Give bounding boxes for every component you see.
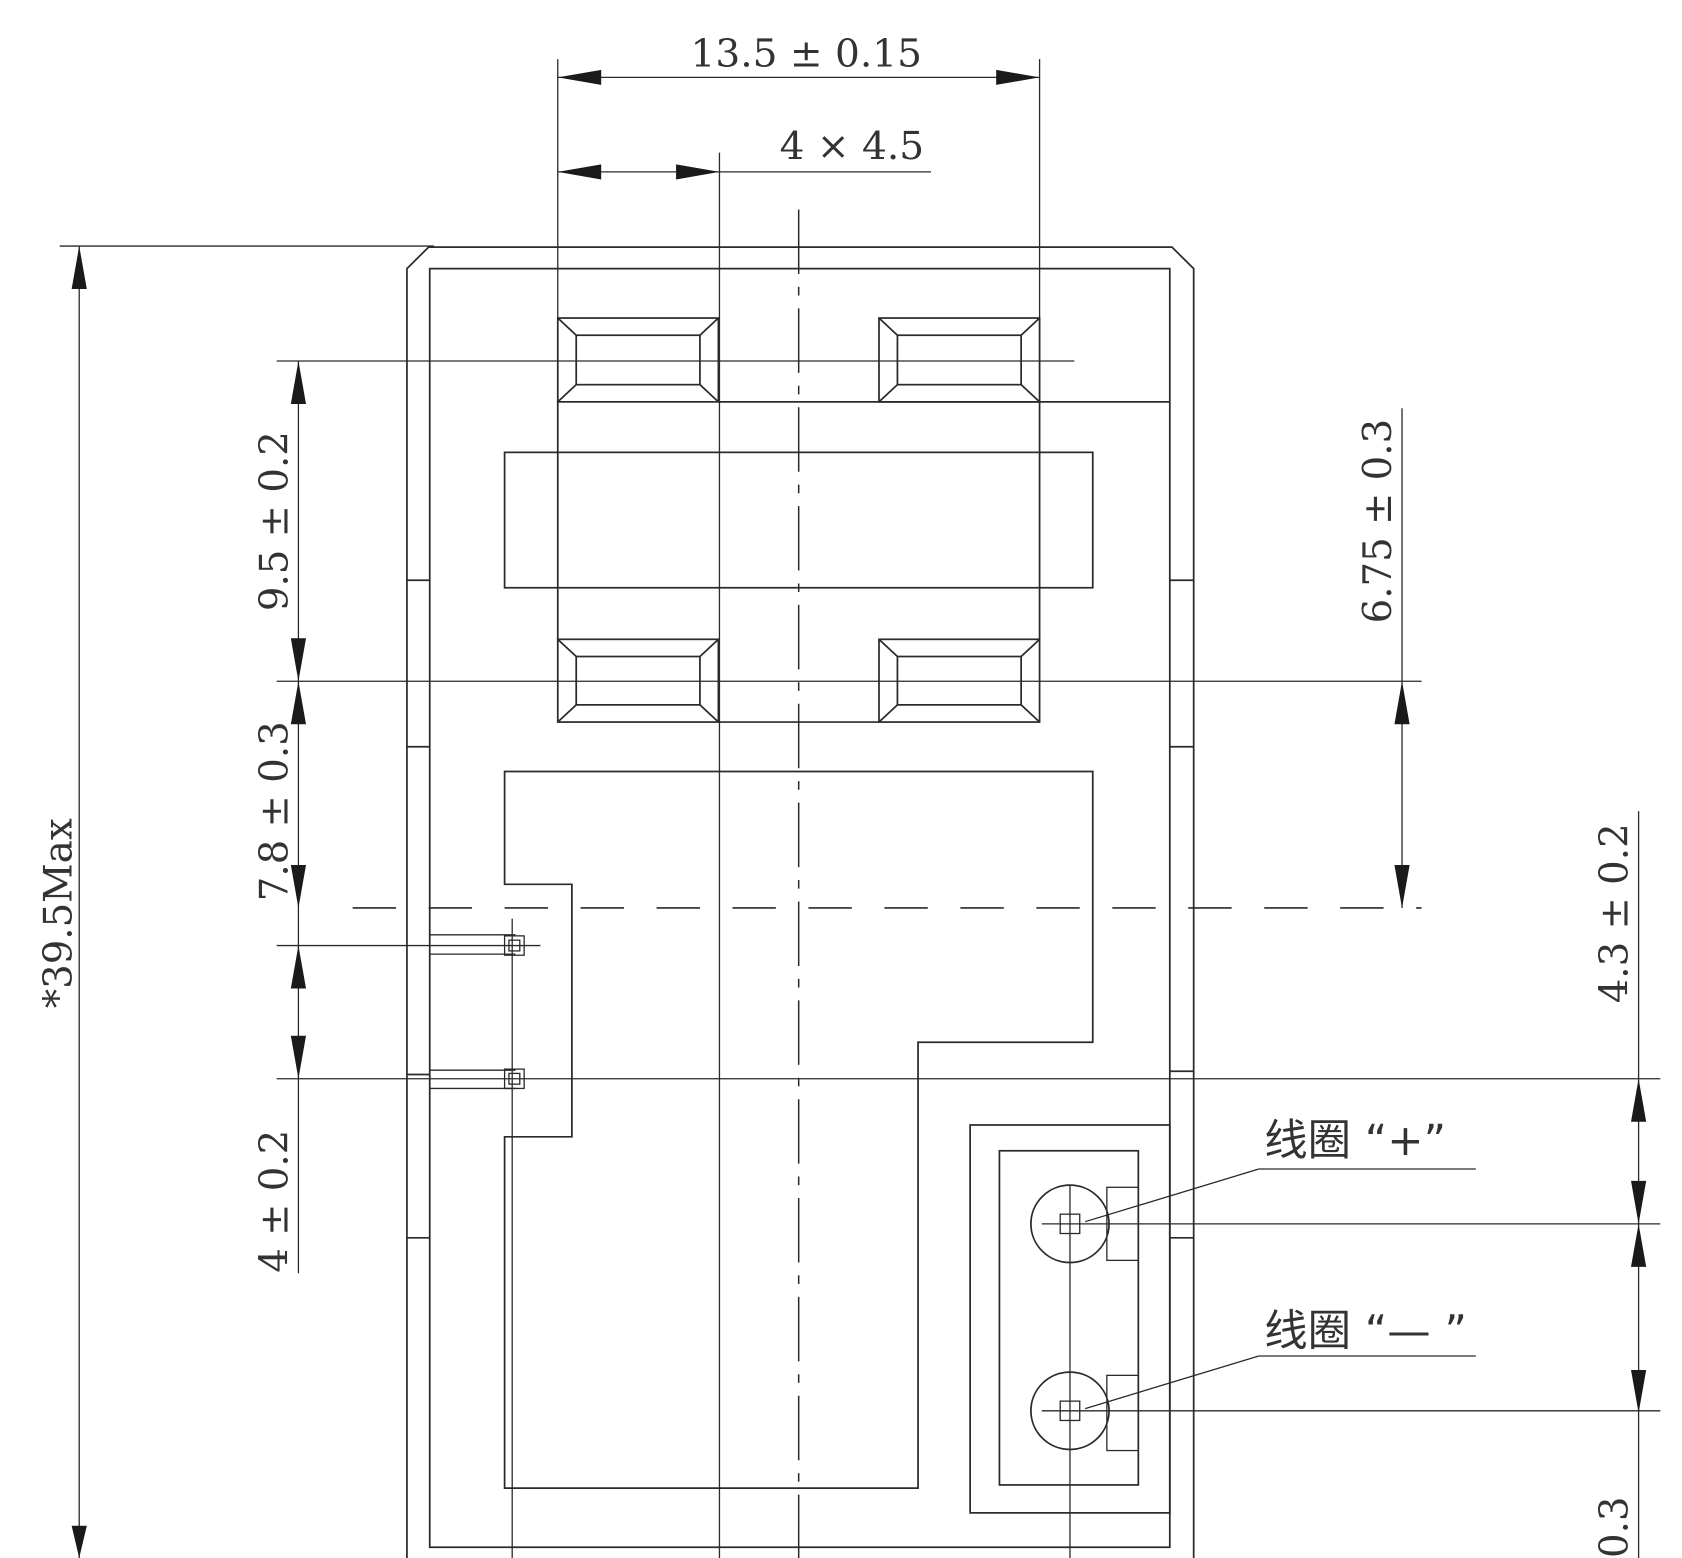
dim-row-to-pin-label: 7.8 ± 0.3	[252, 721, 297, 901]
dim-pad-rows-label: 9.5 ± 0.2	[252, 431, 297, 611]
dim-width-total: 13.5 ± 0.15	[557, 32, 1041, 400]
relay-body	[406, 246, 1195, 1558]
pad	[556, 317, 720, 403]
dim-height-max-label: *39.5Max	[36, 818, 81, 1008]
dim-pitch-label: 4 × 4.5	[780, 124, 925, 169]
dim-height-max: *39.5Max	[36, 245, 435, 1558]
pad	[878, 317, 1041, 403]
coil-plus-callout: 线圈 “+”	[1084, 1116, 1476, 1223]
dim-pin-spacing-label: 4 ± 0.2	[252, 1130, 297, 1273]
coil-connector	[969, 1124, 1661, 1558]
pins	[429, 918, 525, 1558]
coil-plus-label: 线圈 “+”	[1264, 1116, 1446, 1166]
dim-bottom-partial-label: 0.3	[1593, 1496, 1638, 1558]
dim-width-total-label: 13.5 ± 0.15	[691, 32, 922, 77]
dim-pitch: 4 × 4.5	[557, 124, 932, 1558]
coil-minus-callout: 线圈 “— ”	[1084, 1306, 1476, 1410]
pads	[503, 317, 1170, 1490]
dim-right-offset-label: 6.75 ± 0.3	[1356, 419, 1401, 624]
dim-coil-spacing-label: 4.3 ± 0.2	[1593, 823, 1638, 1003]
coil-minus-label: 线圈 “— ”	[1264, 1306, 1467, 1356]
right-dims: 6.75 ± 0.3 4.3 ± 0.2 0.3	[1356, 408, 1647, 1558]
left-dims: 9.5 ± 0.2 7.8 ± 0.3 4 ± 0.2	[252, 361, 307, 1274]
